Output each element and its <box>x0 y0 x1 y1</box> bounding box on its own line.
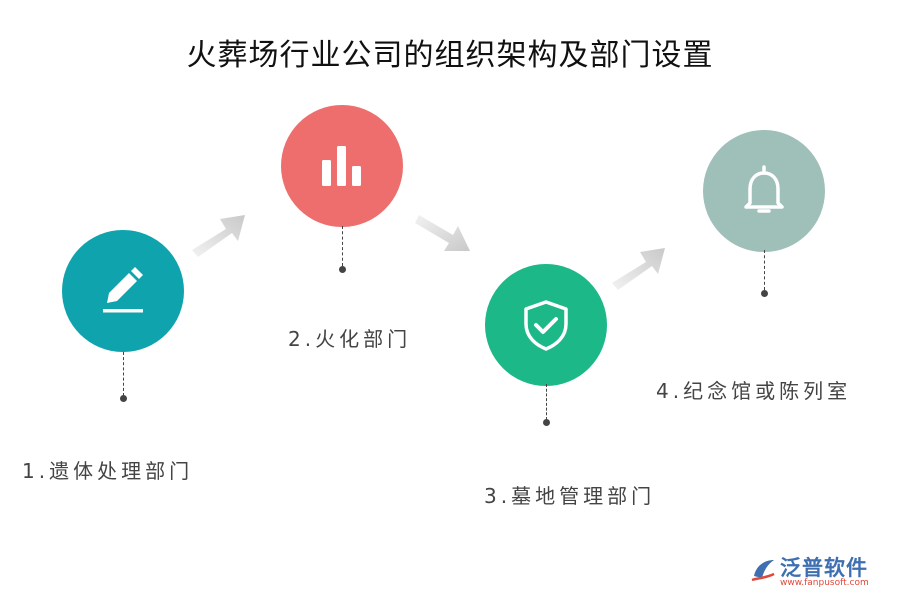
bar-chart-icon <box>322 146 361 186</box>
step-2-circle <box>281 105 403 227</box>
logo-url: www.fanpusoft.com <box>780 578 869 588</box>
step-1-label: 1.遗体处理部门 <box>22 459 194 483</box>
step-3-label: 3.墓地管理部门 <box>484 484 656 508</box>
arrow-right-icon <box>612 248 665 290</box>
arrow-right-icon <box>192 215 245 257</box>
connector-dot <box>761 290 768 297</box>
step-1-circle <box>62 230 184 352</box>
step-2-label: 2.火化部门 <box>288 327 412 351</box>
pencil-icon <box>103 267 143 313</box>
step-4-label: 4.纪念馆或陈列室 <box>656 379 852 403</box>
connector-line <box>123 352 124 396</box>
connector-dot <box>339 266 346 273</box>
step-3-circle <box>485 264 607 386</box>
connector-dot <box>120 395 127 402</box>
connector-line <box>764 250 765 290</box>
logo-name: 泛普软件 <box>780 556 868 580</box>
logo-icon <box>751 560 775 582</box>
bell-icon <box>744 165 784 213</box>
connector-line <box>546 384 547 420</box>
arrow-right-icon <box>415 215 470 251</box>
step-4-circle <box>703 130 825 252</box>
connector-line <box>342 226 343 266</box>
connector-dot <box>543 419 550 426</box>
brand-logo: 泛普软件 www.fanpusoft.com <box>750 552 890 592</box>
shield-check-icon <box>524 300 568 351</box>
page-title: 火葬场行业公司的组织架构及部门设置 <box>186 38 714 73</box>
